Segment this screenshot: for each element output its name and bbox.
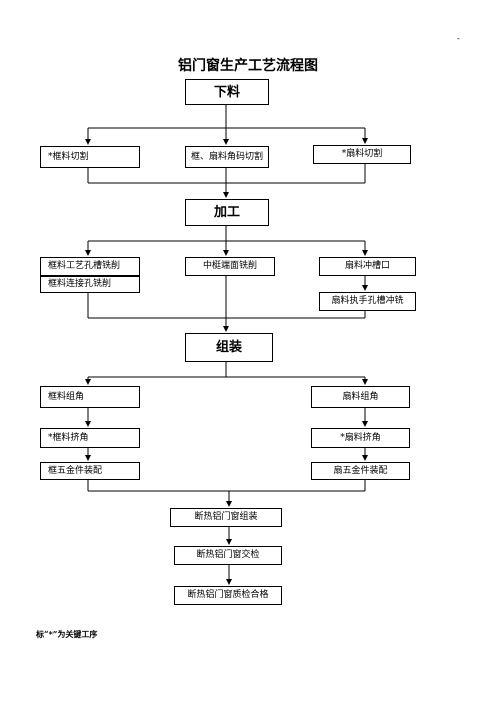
- page-corner-mark: -: [457, 34, 460, 43]
- step-frame-slot-milling: 框料工艺孔槽铣削: [40, 257, 140, 276]
- step-sash-corner-assembly: 扇料组角: [311, 386, 410, 408]
- key-process-footnote: 标“*”为关键工序: [36, 629, 98, 639]
- step-frame-corner-crimp: *框料挤角: [40, 428, 140, 448]
- step-window-assembly: 断热铝门窗组装: [170, 508, 282, 527]
- step-sash-slot-punch: 扇料冲槽口: [319, 257, 416, 276]
- step-frame-corner-assembly: 框料组角: [40, 386, 140, 408]
- step-corner-code-cut: 框、扇料角码切割: [185, 146, 269, 168]
- step-frame-hardware: 框五金件装配: [40, 462, 140, 480]
- step-sash-cut: *扇料切割: [313, 145, 411, 164]
- step-sash-handle-hole-punch: 扇料执手孔槽冲铣: [319, 292, 416, 311]
- step-window-pass: 断热铝门窗质检合格: [174, 586, 282, 605]
- step-sash-hardware: 扇五金件装配: [311, 462, 410, 480]
- stage-assembly: 组装: [185, 333, 273, 362]
- step-sash-corner-crimp: *扇料挤角: [311, 428, 410, 448]
- step-window-inspection: 断热铝门窗交检: [174, 546, 282, 565]
- step-frame-connect-hole-milling: 框料连接孔铣削: [40, 276, 140, 293]
- step-mullion-end-milling: 中梃端面铣削: [185, 257, 275, 276]
- stage-cutting: 下料: [185, 79, 269, 105]
- stage-processing: 加工: [185, 199, 269, 226]
- diagram-title: 铝门窗生产工艺流程图: [178, 58, 318, 74]
- step-frame-cut: *框料切割: [40, 146, 140, 168]
